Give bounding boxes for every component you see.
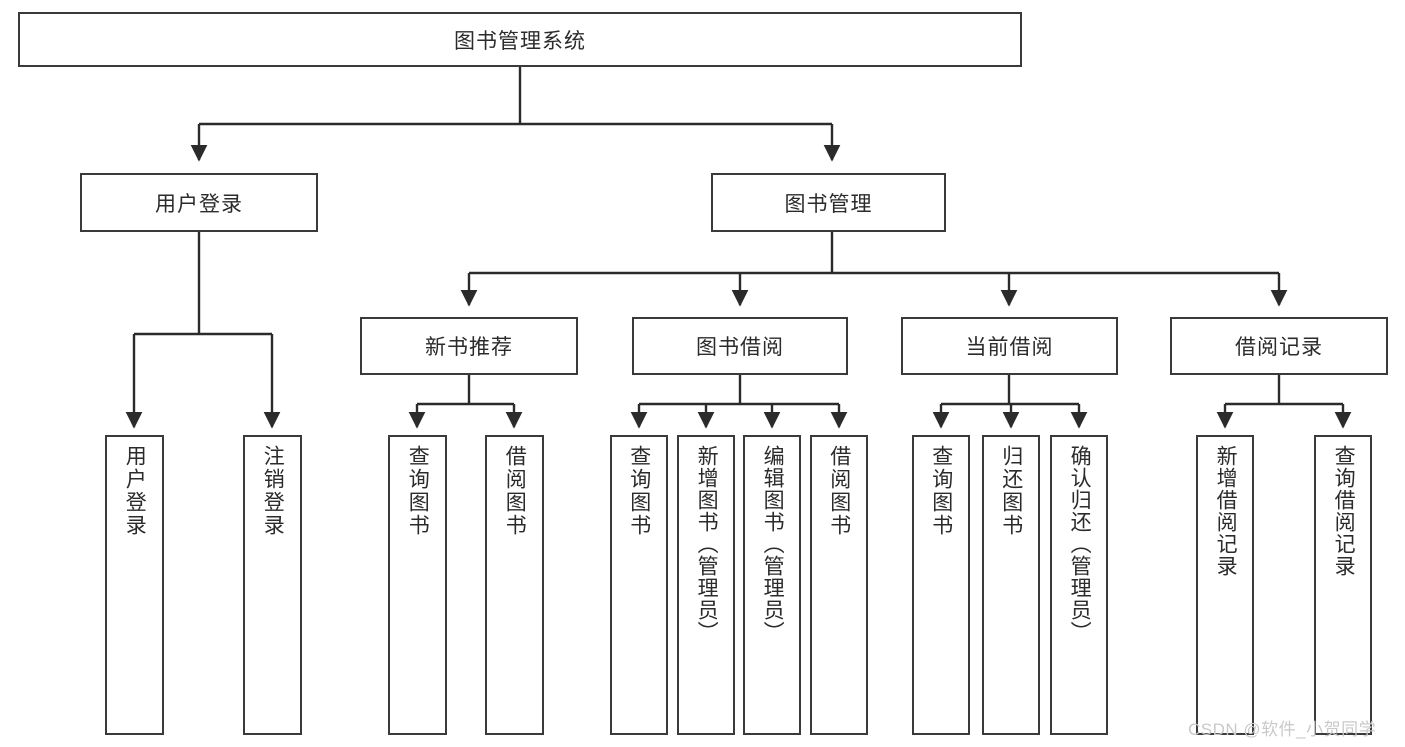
leaf-edit-book[interactable]: 编辑图书（管理员） [743, 435, 801, 735]
leaf-edit-book-label: 编辑图书（管理员） [761, 445, 785, 643]
leaf-borrow-book-2[interactable]: 借阅图书 [810, 435, 868, 735]
leaf-user-login-label: 用户登录 [123, 445, 147, 537]
node-root-label: 图书管理系统 [454, 29, 586, 53]
node-new-book-recommend[interactable]: 新书推荐 [360, 317, 578, 375]
leaf-return-book-label: 归还图书 [999, 445, 1023, 537]
leaf-add-record-label: 新增借阅记录 [1214, 445, 1238, 577]
leaf-confirm-return-label: 确认归还（管理员） [1068, 445, 1092, 643]
leaf-query-book-2[interactable]: 查询图书 [610, 435, 668, 735]
node-new-book-recommend-label: 新书推荐 [425, 336, 513, 359]
node-book-borrow[interactable]: 图书借阅 [632, 317, 848, 375]
leaf-user-logout-label: 注销登录 [261, 445, 285, 537]
leaf-add-book[interactable]: 新增图书（管理员） [677, 435, 735, 735]
leaf-return-book[interactable]: 归还图书 [982, 435, 1040, 735]
node-book-borrow-label: 图书借阅 [696, 336, 784, 359]
leaf-query-book-1[interactable]: 查询图书 [388, 435, 447, 735]
node-book-manage[interactable]: 图书管理 [711, 173, 946, 232]
leaf-user-logout[interactable]: 注销登录 [243, 435, 302, 735]
leaf-query-record[interactable]: 查询借阅记录 [1314, 435, 1372, 735]
leaf-borrow-book-2-label: 借阅图书 [827, 445, 851, 537]
leaf-query-book-1-label: 查询图书 [406, 445, 430, 537]
leaf-add-record[interactable]: 新增借阅记录 [1196, 435, 1254, 735]
leaf-confirm-return[interactable]: 确认归还（管理员） [1050, 435, 1108, 735]
node-current-borrow-label: 当前借阅 [965, 336, 1054, 359]
node-borrow-record-label: 借阅记录 [1235, 336, 1323, 359]
node-current-borrow[interactable]: 当前借阅 [901, 317, 1118, 375]
node-book-manage-label: 图书管理 [784, 192, 873, 216]
leaf-query-book-2-label: 查询图书 [627, 445, 651, 537]
leaf-query-record-label: 查询借阅记录 [1332, 445, 1356, 577]
leaf-add-book-label: 新增图书（管理员） [695, 445, 719, 643]
leaf-borrow-book-1-label: 借阅图书 [503, 445, 527, 537]
node-root[interactable]: 图书管理系统 [18, 12, 1022, 67]
node-user-login[interactable]: 用户登录 [80, 173, 318, 232]
leaf-query-book-3[interactable]: 查询图书 [912, 435, 970, 735]
leaf-query-book-3-label: 查询图书 [929, 445, 953, 537]
leaf-user-login[interactable]: 用户登录 [105, 435, 164, 735]
node-borrow-record[interactable]: 借阅记录 [1170, 317, 1388, 375]
watermark-text: CSDN @软件_小贺同学 [1188, 720, 1377, 739]
leaf-borrow-book-1[interactable]: 借阅图书 [485, 435, 544, 735]
node-user-login-label: 用户登录 [155, 192, 243, 216]
